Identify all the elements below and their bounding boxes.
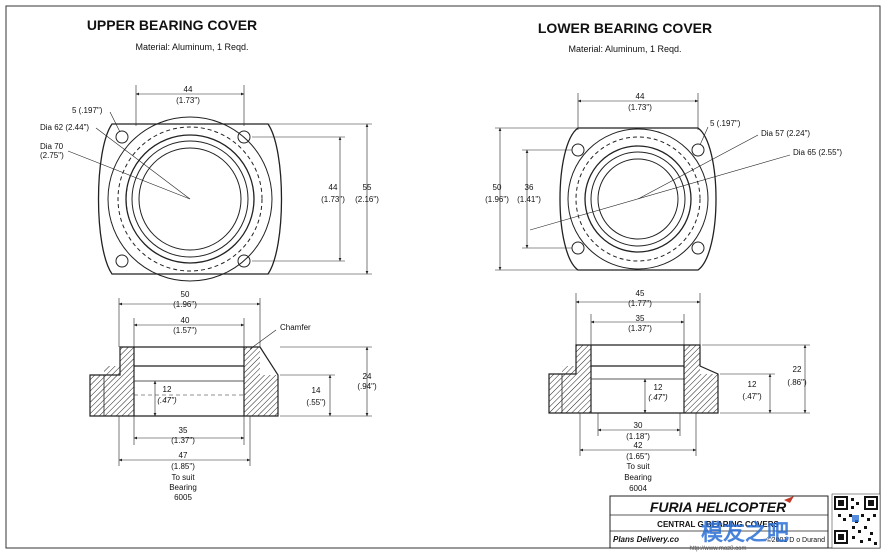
upper-title: UPPER BEARING COVER [87,17,257,33]
upper-dim-w50: 50 [181,290,190,299]
lower-circle-bore-inner [597,158,679,240]
upper-dim-t24-in: (.94") [357,382,377,391]
lower-plan-outline [559,127,717,271]
upper-dim-44: 44 [184,85,193,94]
upper-dim-h44-in: (1.73") [321,195,345,204]
upper-hole-tr [237,130,251,144]
titleblock-plans: Plans Delivery.co [613,535,679,544]
upper-dim-t12: 12 [163,385,172,394]
lower-dim-w35: 35 [636,314,645,323]
lower-suit-1: To suit [626,462,650,471]
lower-dim-t12a-in: (.47") [648,393,668,402]
lower-dim-w45: 45 [636,289,645,298]
upper-section-view [89,346,279,417]
lower-dim-h36-in: (1.41") [517,195,541,204]
lower-dim-w42-in: (1.65") [626,452,650,461]
lower-title: LOWER BEARING COVER [538,20,712,36]
lower-section-view [548,344,719,414]
upper-dim-t14: 14 [312,386,321,395]
upper-circle-bore-inner [138,147,242,251]
upper-circle-bore-outer [125,134,255,264]
upper-circle-dia70 [107,116,273,282]
upper-dim-dia62: Dia 62 (2.44") [40,123,89,132]
upper-material: Material: Aluminum, 1 Reqd. [135,42,248,52]
upper-dim-t14-in: (.55") [306,398,326,407]
lower-dim-w42: 42 [634,441,643,450]
lower-hole-br [691,241,705,255]
lower-dim-w30-in: (1.18") [626,432,650,441]
watermark-logo: 模友之吧 [701,520,789,545]
lower-dim-h36: 36 [525,183,534,192]
lower-dim-44-in: (1.73") [628,103,652,112]
watermark-url: http://www.moz8.com [689,546,746,552]
lower-dim-w45-in: (1.77") [628,299,652,308]
lower-hole-tl [571,143,585,157]
lower-dim-hole5: 5 (.197") [710,119,741,128]
upper-dim-w47-in: (1.85") [171,462,195,471]
upper-circle-bore-mid [131,140,249,258]
upper-hole-bl [115,254,129,268]
upper-dim-t12-in: (.47") [157,396,177,405]
brand-accent-icon [784,496,794,503]
upper-dim-w40-in: (1.57") [173,326,197,335]
lower-dim-t12b: 12 [748,380,757,389]
upper-dim-chamfer: Chamfer [280,323,311,332]
upper-hole-br [237,254,251,268]
titleblock-subtitle: CENTRAL G BEARING COVERS [657,520,779,529]
titleblock-copyright: ©2001 D o Durand [767,536,826,544]
lower-dim-t22-in: (.86") [787,378,807,387]
lower-circle-dia57 [575,136,701,262]
upper-dim-h55-in: (2.16") [355,195,379,204]
titleblock-brand: FURIA HELICOPTER [650,499,787,515]
upper-dim-w40: 40 [181,316,190,325]
upper-dim-dia70: Dia 70 [40,142,64,151]
lower-dim-t12a: 12 [654,383,663,392]
lower-dim-dia57: Dia 57 (2.24") [761,129,810,138]
lower-dim-w35-in: (1.37") [628,324,652,333]
upper-dim-w35: 35 [179,426,188,435]
lower-circle-dia65 [567,128,709,270]
lower-suit-3: 6004 [629,484,647,493]
lower-suit-2: Bearing [624,473,652,482]
upper-dim-h44: 44 [329,183,338,192]
lower-dim-dia65: Dia 65 (2.55") [793,148,842,157]
upper-circle-dia62 [117,126,263,272]
sheet-border [5,5,881,549]
lower-material: Material: Aluminum, 1 Reqd. [568,44,681,54]
upper-bearing-cover: UPPER BEARING COVER Material: Aluminum, … [40,17,379,502]
lower-circle-bore-outer [584,145,692,253]
lower-circle-bore-mid [590,151,686,247]
lower-dim-h50: 50 [493,183,502,192]
lower-dim-44: 44 [636,92,645,101]
lower-bearing-cover: LOWER BEARING COVER Material: Aluminum, … [485,20,842,493]
lower-hole-bl [571,241,585,255]
lower-hole-tr [691,143,705,157]
qr-code-icon [831,493,881,549]
upper-suit-1: To suit [171,473,195,482]
title-block: FURIA HELICOPTER CENTRAL G BEARING COVER… [609,493,881,552]
upper-dim-dia70-in: (2.75") [40,151,64,160]
upper-dim-w47: 47 [179,451,188,460]
lower-dim-t12b-in: (.47") [742,392,762,401]
lower-dim-t22: 22 [793,365,802,374]
upper-dim-w50-in: (1.96") [173,300,197,309]
upper-hole-tl [115,130,129,144]
upper-dim-t24: 24 [363,372,372,381]
lower-dim-w30: 30 [634,421,643,430]
lower-dim-h50-in: (1.96") [485,195,509,204]
upper-suit-2: Bearing [169,483,197,492]
upper-dim-w35-in: (1.37") [171,436,195,445]
upper-dim-hole5: 5 (.197") [72,106,103,115]
upper-dim-h55: 55 [363,183,372,192]
upper-suit-3: 6005 [174,493,192,502]
upper-dim-44-in: (1.73") [176,96,200,105]
